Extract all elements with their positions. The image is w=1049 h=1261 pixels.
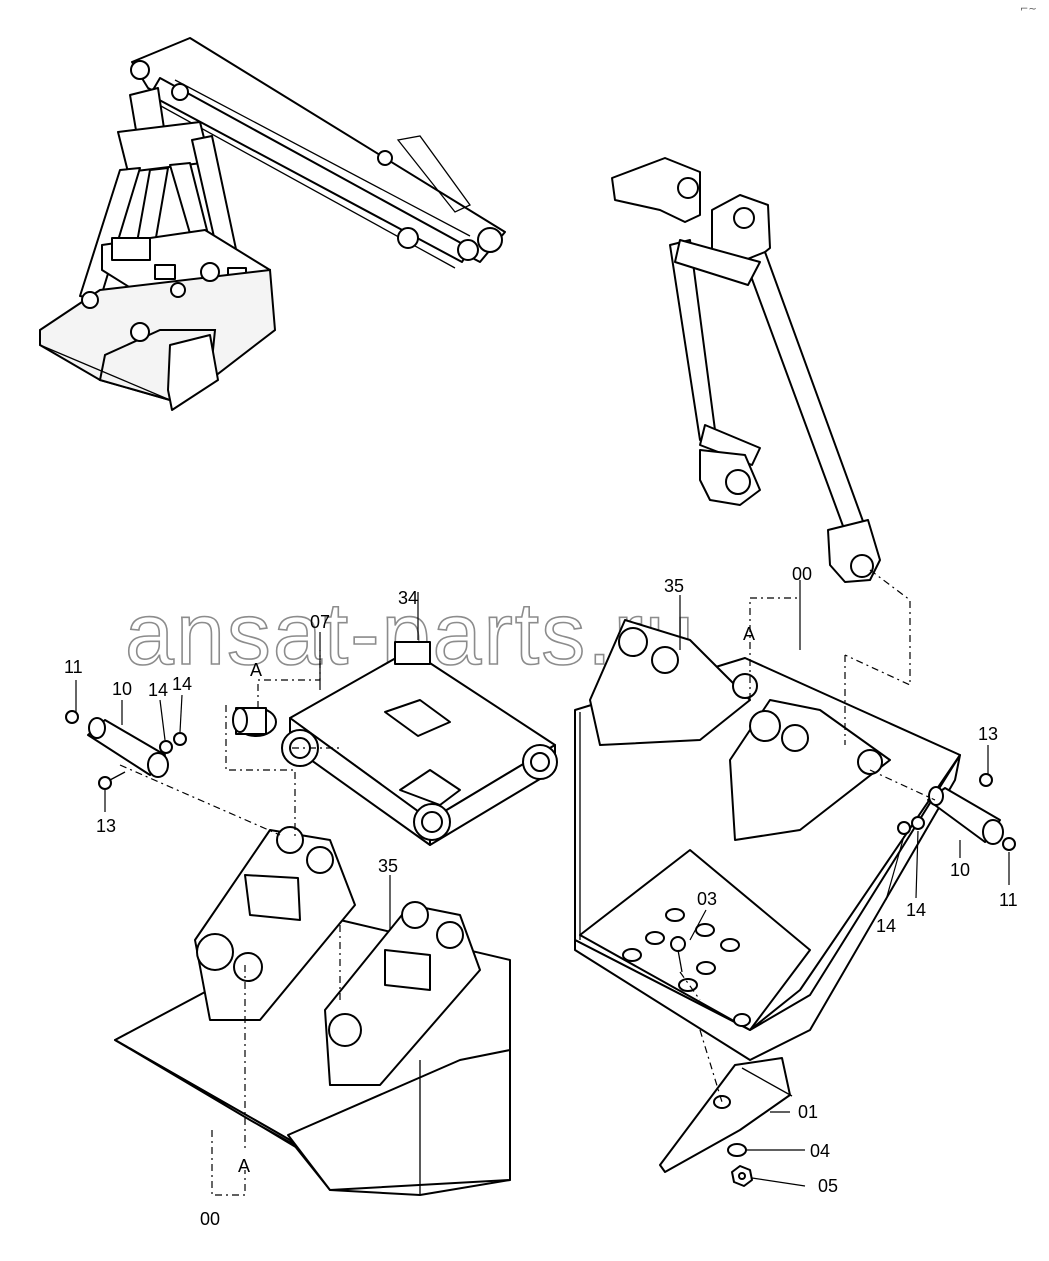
pin-set-left: [65, 710, 187, 790]
callout-04: 04: [810, 1141, 830, 1161]
callout-11-right: 11: [999, 890, 1018, 910]
clamshell-boom-assembly: [39, 37, 506, 411]
callout-34: 34: [398, 588, 418, 608]
bushing-07: [232, 707, 277, 737]
corner-mark: ⌐~: [1020, 4, 1037, 15]
callout-14-left-b: 14: [172, 674, 192, 694]
a-frame-link: [611, 157, 881, 583]
tooth-01: [659, 1057, 793, 1173]
callout-a-bottom: A: [238, 1156, 250, 1176]
callout-03: 03: [697, 889, 717, 909]
callout-14-left-a: 14: [148, 680, 168, 700]
bucket-right: [574, 619, 961, 1061]
callout-10-left: 10: [112, 679, 132, 699]
callout-11-left: 11: [64, 657, 83, 677]
callout-10-right: 10: [950, 860, 970, 880]
callout-00-right: 00: [792, 564, 812, 584]
callout-14-right-b: 14: [906, 900, 926, 920]
callout-labels: 00 00 01 03 04 05 07 10 10 11 11 13 13 1…: [64, 564, 1018, 1229]
callout-05: 05: [818, 1176, 838, 1196]
nut-05: [731, 1165, 753, 1187]
callout-14-right-a: 14: [876, 916, 896, 936]
pin-set-right: [897, 773, 1016, 851]
callout-13-left: 13: [96, 816, 116, 836]
callout-01: 01: [798, 1102, 818, 1122]
washer-04: [727, 1143, 747, 1157]
bucket-left: [114, 826, 511, 1196]
callout-a-mid: A: [250, 660, 262, 680]
callout-00-left: 00: [200, 1209, 220, 1229]
callout-35-left: 35: [378, 856, 398, 876]
callout-35-right: 35: [664, 576, 684, 596]
callout-13-right: 13: [978, 724, 998, 744]
leader-lines: [75, 569, 1010, 1196]
callout-07: 07: [310, 612, 330, 632]
swivel-link-34: [281, 641, 558, 846]
callout-a-right: A: [743, 624, 755, 644]
